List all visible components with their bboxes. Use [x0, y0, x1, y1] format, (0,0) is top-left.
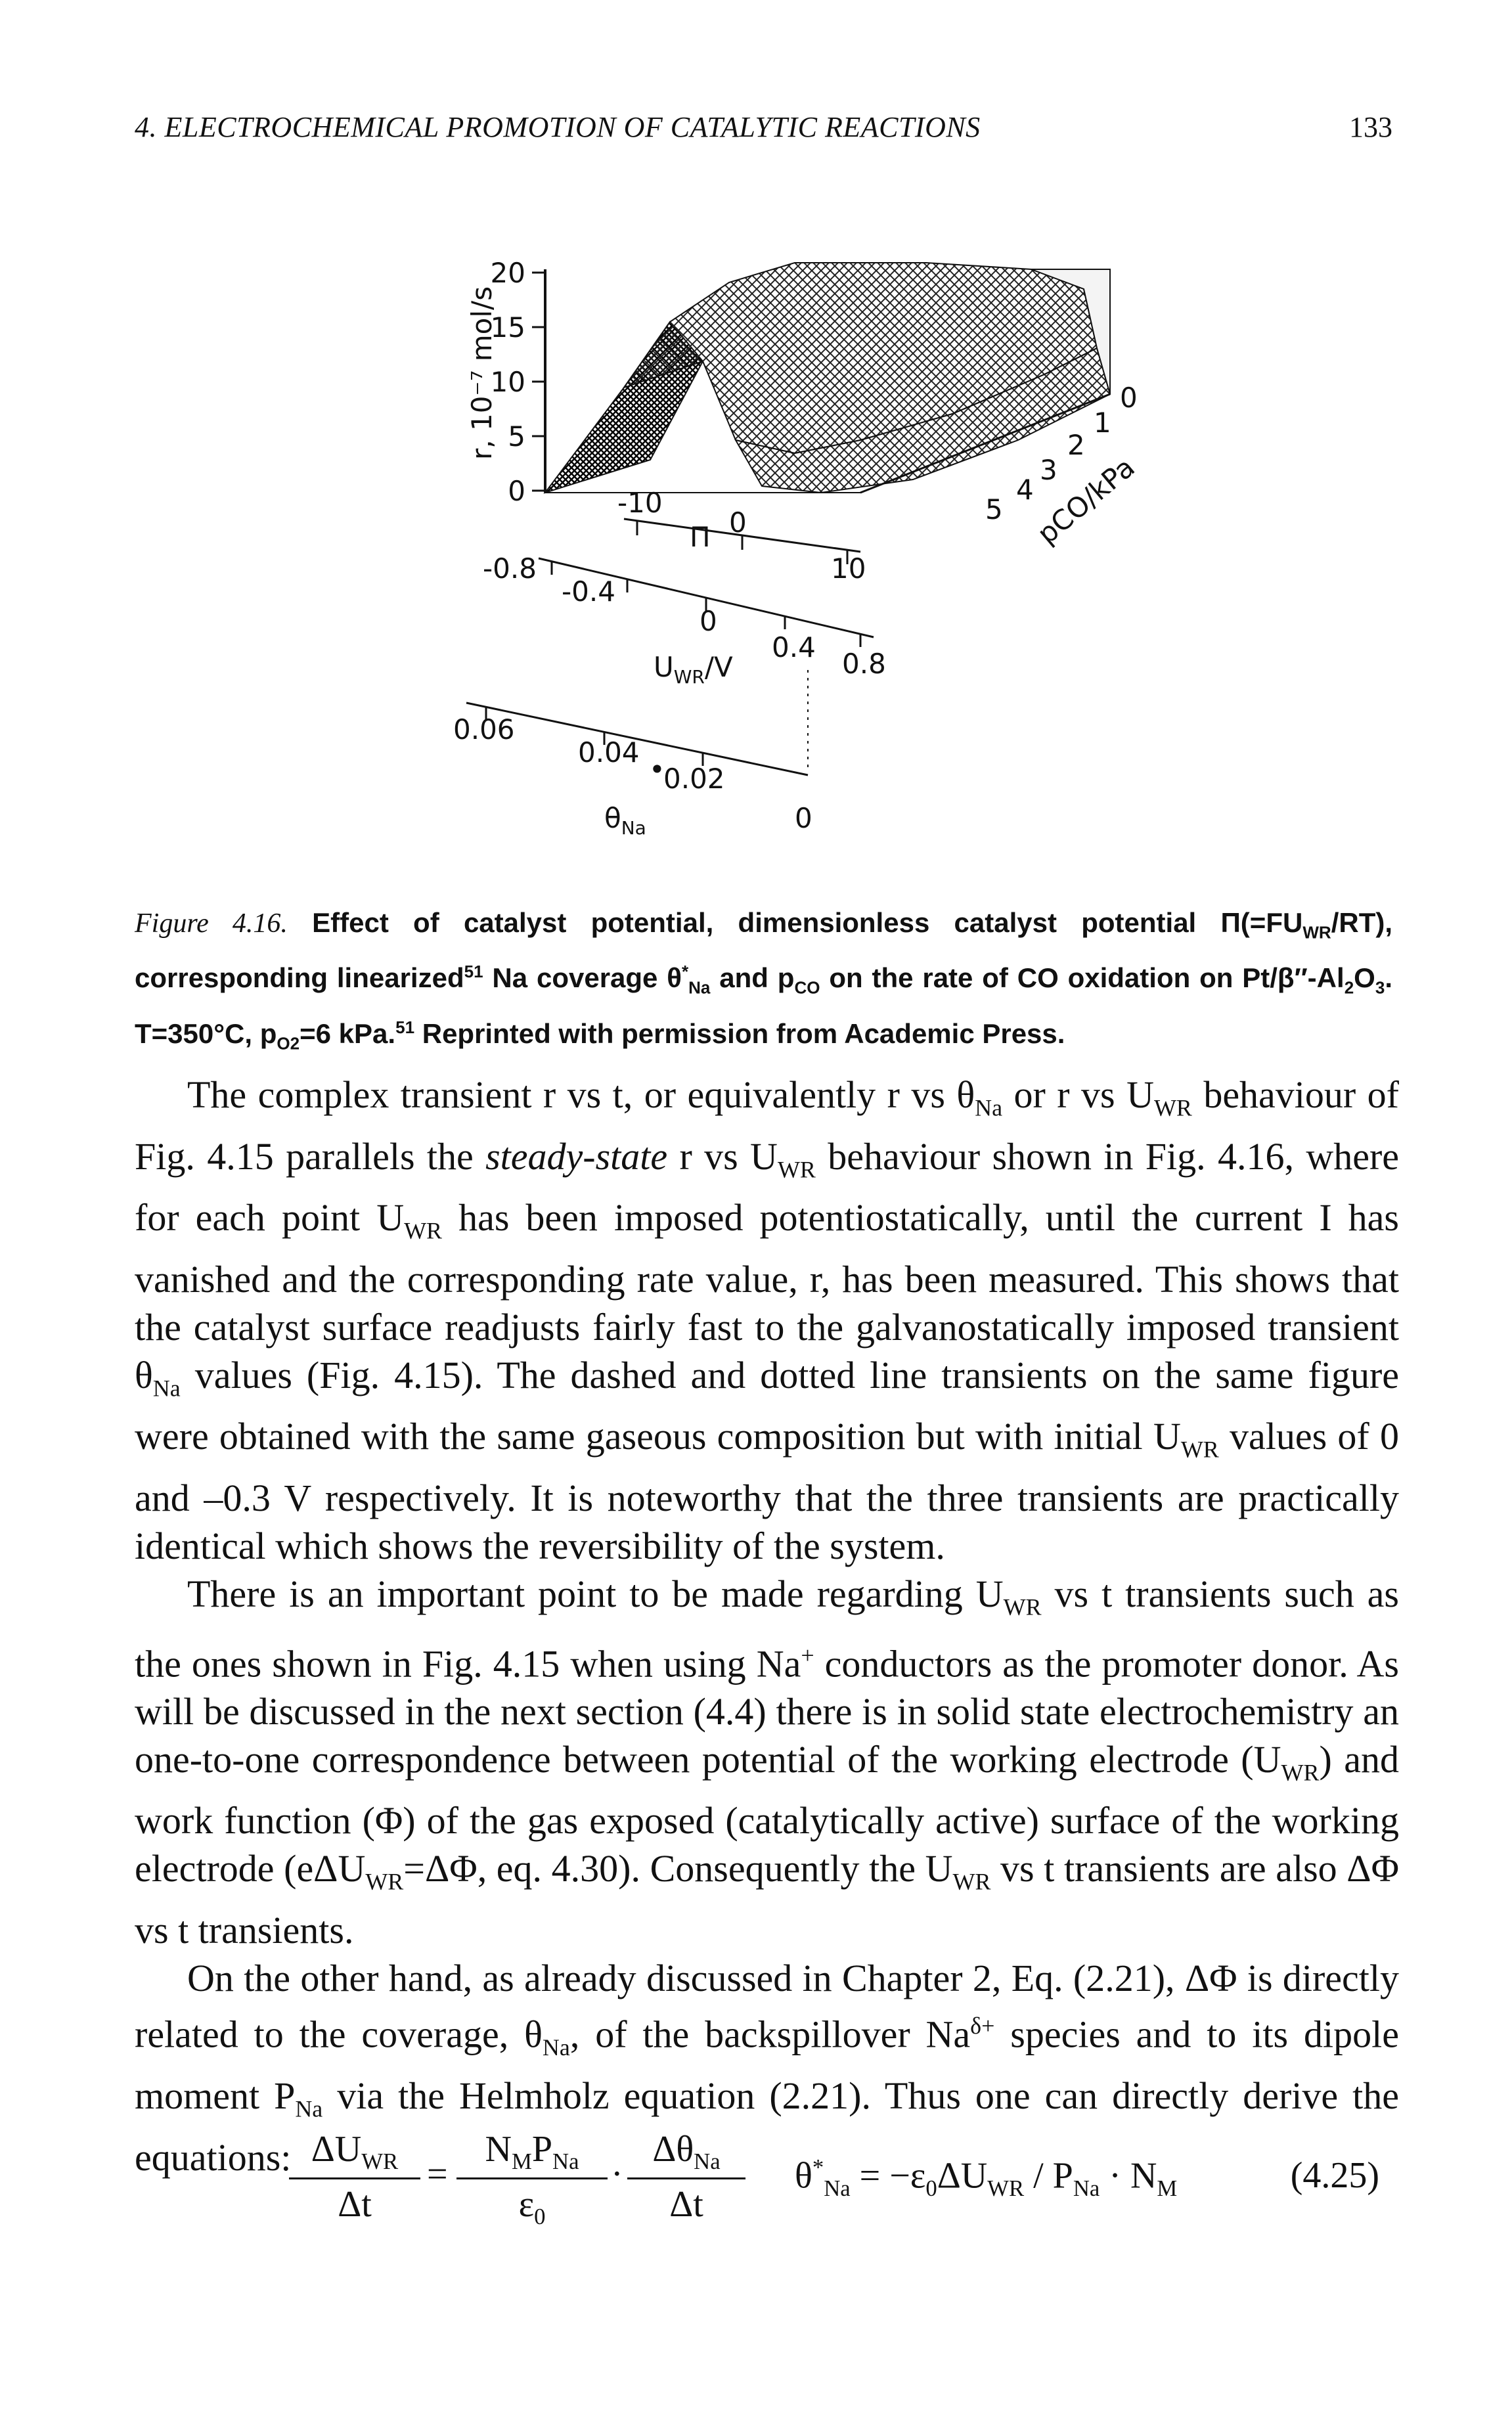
figure-3d-surface: 20 15 10 5 0 r, 10⁻⁷ mol/s 0 1 2 3 4 5 p…	[453, 243, 1202, 874]
y-tick-15: 15	[491, 311, 525, 344]
pco-axis-line	[860, 393, 1111, 494]
y-tick-5: 5	[508, 420, 525, 453]
fraction-NP-eps: NMPNa ε0	[456, 2128, 608, 2230]
theta-axis-label: θNa	[604, 802, 646, 839]
pco-tick-5: 5	[985, 493, 1003, 525]
page-header: 4. ELECTROCHEMICAL PROMOTION OF CATALYTI…	[135, 110, 1392, 150]
fraction-dU-dt: ΔUWR Δt	[289, 2128, 420, 2225]
pco-tick-2: 2	[1067, 429, 1085, 461]
figure-caption: Figure 4.16. Effect of catalyst potentia…	[135, 907, 1392, 1054]
equation-number: (4.25)	[1290, 2155, 1379, 2196]
theta-axis-line	[466, 702, 809, 776]
u-tick-0: 0	[700, 605, 717, 637]
equation-theta-star: θ*Na = −ε0ΔUWR / PNa · NM	[795, 2154, 1178, 2201]
pi-tick-neg10: -10	[617, 487, 663, 519]
theta-tick-0.04: 0.04	[578, 736, 640, 769]
running-title: 4. ELECTROCHEMICAL PROMOTION OF CATALYTI…	[135, 111, 981, 143]
pco-tick-1: 1	[1094, 407, 1111, 439]
pi-tick-10: 10	[831, 552, 866, 585]
paragraph-3: On the other hand, as already discussed …	[135, 1957, 1400, 2179]
svg-text:•: •	[649, 753, 665, 786]
theta-tick-0.02: 0.02	[663, 763, 725, 795]
paragraph-2: There is an important point to be made r…	[135, 1572, 1399, 1952]
pco-tick-0: 0	[1120, 382, 1138, 414]
y-tick-20: 20	[491, 257, 525, 289]
u-tick-neg0.4: -0.4	[562, 575, 615, 608]
y-axis-label: r, 10⁻⁷ mol/s	[466, 286, 498, 460]
theta-tick-0.06: 0.06	[453, 713, 515, 746]
pco-tick-4: 4	[1016, 474, 1034, 506]
u-tick-0.4: 0.4	[772, 631, 816, 663]
paragraph-1: The complex transient r vs t, or equival…	[135, 1073, 1400, 1567]
body-text: The complex transient r vs t, or equival…	[135, 1071, 1399, 2181]
y-tick-10: 10	[491, 366, 525, 398]
equation-4-25: ΔUWR Δt = NMPNa ε0 · ΔθNa Δt θ*Na = −ε0Δ…	[289, 2128, 1406, 2233]
pco-tick-3: 3	[1040, 454, 1057, 486]
figure-label: Figure 4.16.	[135, 908, 288, 939]
u-axis-label: UWR/V	[654, 651, 733, 688]
pi-tick-0: 0	[729, 506, 747, 539]
u-tick-neg0.8: -0.8	[483, 552, 537, 585]
page-number: 133	[1349, 111, 1392, 143]
fraction-dtheta-dt: ΔθNa Δt	[627, 2128, 745, 2225]
pi-axis-label: Π	[690, 521, 711, 553]
y-tick-0: 0	[508, 475, 525, 507]
u-tick-0.8: 0.8	[842, 648, 886, 680]
surface-plot: 20 15 10 5 0 r, 10⁻⁷ mol/s 0 1 2 3 4 5 p…	[453, 257, 1141, 839]
theta-tick-0: 0	[795, 802, 812, 834]
